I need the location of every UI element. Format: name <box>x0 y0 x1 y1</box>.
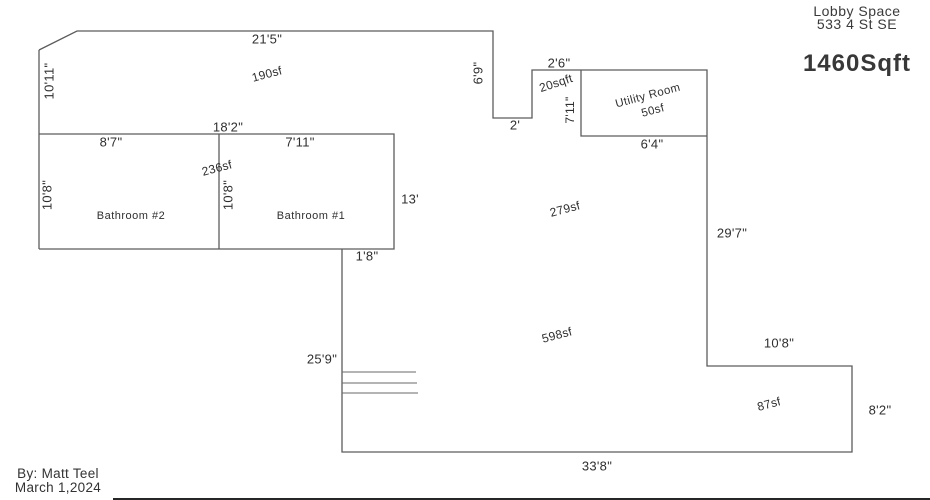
outer-wall <box>38 30 853 453</box>
dimension-step-width: 2' <box>510 118 520 133</box>
plan-header: Lobby Space 533 4 St SE 1460Sqft <box>802 3 911 78</box>
dimension-bottom-width: 33'8" <box>582 459 612 474</box>
utility-room-walls <box>580 70 707 137</box>
bathroom-walls <box>39 133 395 250</box>
date: March 1,2024 <box>14 479 102 495</box>
area-utility: 50sf <box>640 102 666 120</box>
dimension-bathrooms-total-width: 18'2" <box>213 120 243 135</box>
dimension-bathroom2-height: 10'8" <box>40 180 55 210</box>
dimension-lower-left-height: 25'9" <box>307 352 337 367</box>
dimension-bathrooms-right-height: 13' <box>401 192 419 207</box>
bottom-edge-line <box>113 498 930 500</box>
dimension-bathroom1-height: 10'8" <box>221 180 236 210</box>
area-nook: 87sf <box>756 394 783 414</box>
dimension-bathroom2-width: 8'7" <box>100 135 123 150</box>
area-middle: 279sf <box>548 198 582 220</box>
address: 533 4 St SE <box>816 16 898 32</box>
dimension-upper-left-height: 10'11" <box>42 62 57 99</box>
dimension-right-height: 29'7" <box>717 226 747 241</box>
area-notch: 20sqft <box>537 71 574 95</box>
dimension-notch-width: 2'6" <box>548 56 571 71</box>
author: By: Matt Teel <box>17 466 99 481</box>
area-lower: 598sf <box>540 324 574 346</box>
business-name: Lobby Space <box>813 3 901 19</box>
dimension-right-drop-height: 6'9" <box>471 62 486 85</box>
area-lobby: 190sf <box>250 63 284 85</box>
area-bathrooms: 236sf <box>200 157 234 179</box>
dimension-ledge-width: 1'8" <box>356 249 379 264</box>
room-label-bathroom2: Bathroom #2 <box>97 210 165 222</box>
room-label-bathroom1: Bathroom #1 <box>277 210 345 222</box>
dimension-nook-right-height: 8'2" <box>869 403 892 418</box>
dimension-utility-bottom-width: 6'4" <box>641 137 664 152</box>
total-area: 1460Sqft <box>802 50 911 77</box>
dimension-lower-step-width: 10'8" <box>764 336 794 351</box>
plan-footer: By: Matt Teel March 1,2024 <box>3 467 113 494</box>
dimension-bathroom1-width: 7'11" <box>285 135 314 150</box>
stairs-lines <box>342 371 418 394</box>
dimension-utility-left-height: 7'11" <box>563 96 577 123</box>
dimension-top-width: 21'5" <box>252 32 282 47</box>
